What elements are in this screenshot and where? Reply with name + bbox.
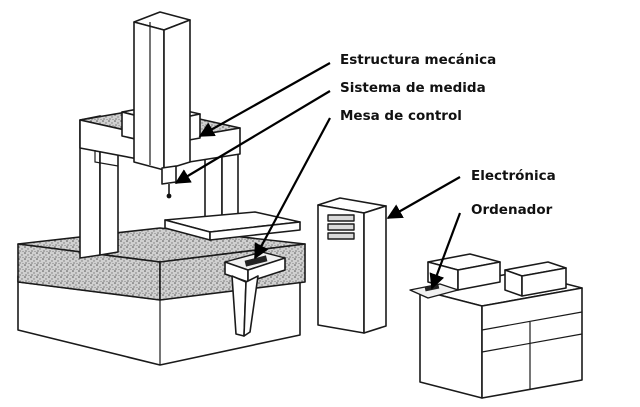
measuring-machine [17, 11, 306, 366]
arrow-ordenador [429, 212, 462, 290]
probe [161, 165, 177, 199]
electronics-cabinet [317, 197, 387, 334]
label-electronica: Electrónica [471, 168, 556, 184]
labels: Estructura mecánica Sistema de medida Me… [340, 52, 556, 218]
workpiece [164, 211, 301, 241]
leader-arrows [174, 62, 462, 290]
arrow-mesa [254, 117, 331, 260]
vertical-ram [133, 11, 191, 171]
control-desk [224, 251, 286, 337]
label-ordenador: Ordenador [471, 202, 553, 218]
label-sistema: Sistema de medida [340, 80, 486, 96]
arrow-electronica [386, 176, 461, 219]
arrow-estructura [198, 62, 331, 137]
label-mesa: Mesa de control [340, 108, 462, 124]
arrow-sistema [174, 90, 331, 184]
label-estructura: Estructura mecánica [340, 52, 496, 68]
computer-desk [409, 253, 583, 399]
